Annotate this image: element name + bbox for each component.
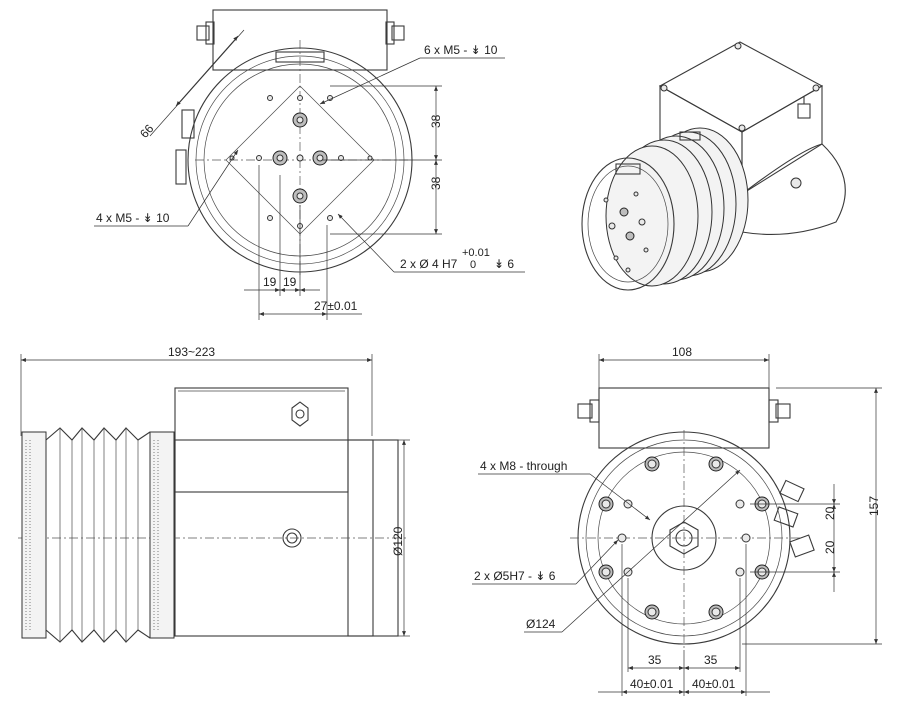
iso-fitting-icon <box>797 96 811 119</box>
dim-horizontal-2: 35 <box>704 653 718 667</box>
side-bellows <box>21 427 175 643</box>
fitting-side-icon <box>175 109 195 185</box>
dim-vertical-2: 20 <box>823 540 837 554</box>
side-fitting-icon <box>291 401 309 427</box>
front-side-fitting-icon <box>773 479 815 558</box>
m8-holes <box>598 456 770 620</box>
dim-vertical-1: 38 <box>429 114 443 128</box>
dim-length: 193~223 <box>168 345 215 359</box>
note-pins-tol: +0.01 <box>462 247 490 259</box>
iso-key <box>615 163 641 175</box>
dim-horizontal-1: 19 <box>263 275 277 289</box>
note-pins: 2 x Ø5H7 - ↡ 6 <box>474 569 556 583</box>
dim-height: 157 <box>867 496 881 516</box>
dim-diagonal: 66 <box>137 121 157 141</box>
iso-bellow-ring <box>605 145 699 287</box>
note-pins-tol-lower: 0 <box>470 259 476 271</box>
top-view: 6 x M5 - ↡ 10 4 x M5 - ↡ 10 2 x Ø 4 H7 +… <box>94 9 525 320</box>
front-fitting-right-icon <box>768 399 791 423</box>
iso-box-side <box>741 85 823 195</box>
iso-body <box>741 143 846 236</box>
fitting-left-icon <box>196 21 215 45</box>
fitting-right-icon <box>385 21 405 45</box>
dim-horizontal-1: 35 <box>648 653 662 667</box>
iso-view <box>581 41 846 291</box>
dim-horizontal-2: 19 <box>283 275 297 289</box>
dim-vertical-1: 20 <box>823 506 837 520</box>
note-holes-top: 6 x M5 - ↡ 10 <box>424 43 498 57</box>
dim-vertical-2: 38 <box>429 176 443 190</box>
dim-horizontal-3: 27±0.01 <box>314 299 358 313</box>
dim-diameter: Ø120 <box>391 526 405 556</box>
side-view: 193~223 <box>18 345 410 643</box>
note-pins: 2 x Ø 4 H7 <box>400 257 458 271</box>
iso-front-face <box>581 157 675 291</box>
note-through: 4 x M8 - through <box>480 459 567 473</box>
note-pins-depth: ↡ 6 <box>494 257 514 271</box>
dim-horizontal-3: 40±0.01 <box>630 677 674 691</box>
dim-width: 108 <box>672 345 692 359</box>
front-fitting-left-icon <box>577 399 600 423</box>
dim-horizontal-4: 40±0.01 <box>692 677 736 691</box>
front-view: 108 <box>472 345 882 696</box>
note-holes-left: 4 x M5 - ↡ 10 <box>96 211 170 225</box>
dim-diameter: Ø124 <box>526 617 556 631</box>
side-port-icon <box>282 528 302 548</box>
